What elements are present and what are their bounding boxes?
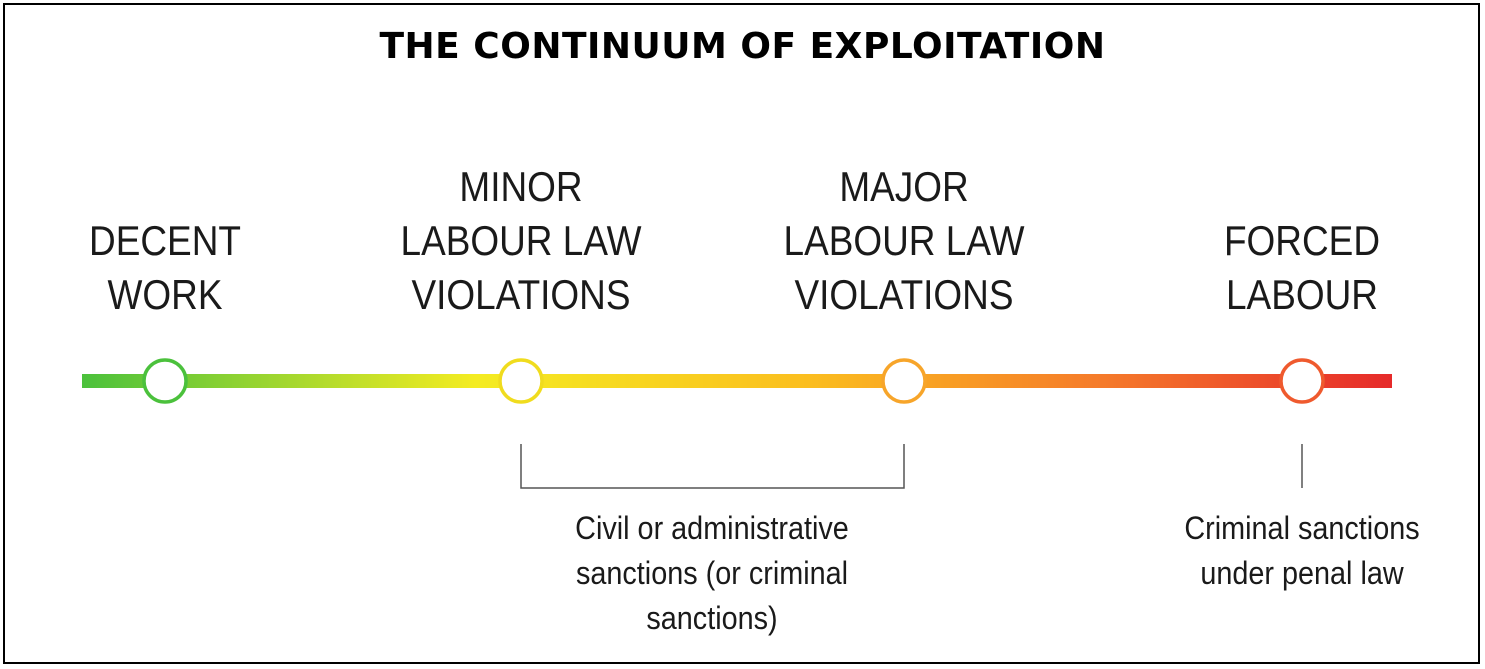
- civil-sanctions-note: Civil or administrative sanctions (or cr…: [575, 510, 849, 636]
- criminal-sanctions-note: Criminal sanctions under penal law: [1184, 510, 1420, 591]
- stage-node-minor-violations: [498, 358, 544, 404]
- stage-node-forced-labour: [1279, 358, 1325, 404]
- diagram-title: THE CONTINUUM OF EXPLOITATION: [379, 26, 1106, 67]
- stage-label-minor-violations: MINOR LABOUR LAW VIOLATIONS: [400, 163, 642, 318]
- diagram-frame: [3, 3, 1480, 664]
- stage-label-decent-work: DECENT WORK: [89, 217, 241, 318]
- civil-sanctions-bracket: [520, 444, 905, 489]
- stage-label-forced-labour: FORCED LABOUR: [1223, 217, 1381, 318]
- continuum-bar: [82, 374, 1392, 388]
- stage-label-major-violations: MAJOR LABOUR LAW VIOLATIONS: [783, 163, 1025, 318]
- stage-node-major-violations: [881, 358, 927, 404]
- stage-node-decent-work: [142, 358, 188, 404]
